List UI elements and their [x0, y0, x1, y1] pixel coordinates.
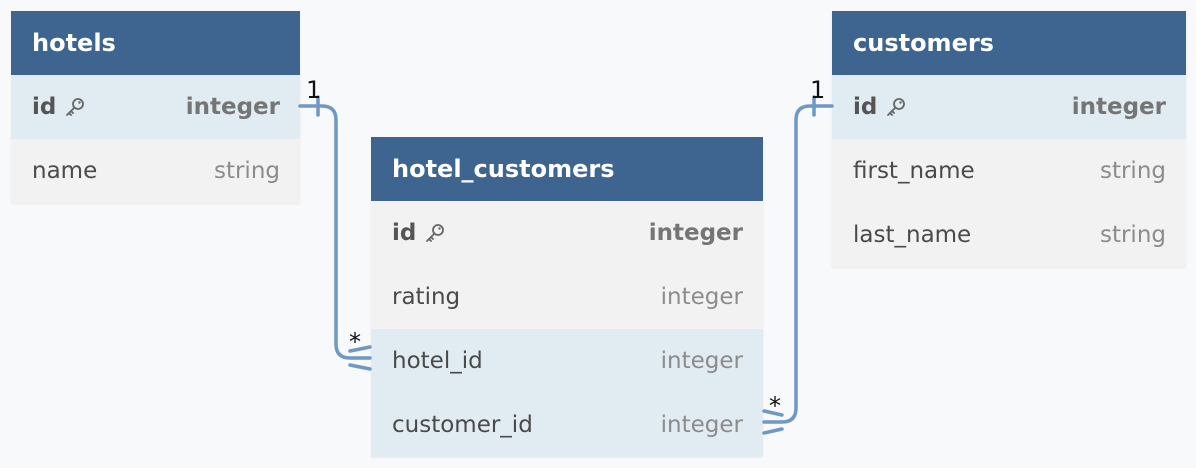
cardinality-one-customers: 1	[810, 76, 825, 104]
field-type: integer	[660, 284, 743, 310]
field-name: rating	[392, 284, 461, 310]
many-marker	[762, 409, 784, 435]
field-row-hotels-id[interactable]: id integer	[11, 75, 300, 139]
field-name: id	[853, 94, 907, 120]
table-customers[interactable]: customers id integer first_name string l…	[832, 11, 1186, 267]
key-icon	[424, 222, 446, 244]
connector-line[interactable]	[762, 104, 834, 424]
connector-line[interactable]	[298, 104, 372, 360]
field-name: hotel_id	[392, 348, 483, 374]
field-type: integer	[648, 220, 743, 246]
field-name: last_name	[853, 222, 972, 248]
field-row-hotels-name[interactable]: name string	[11, 139, 300, 203]
field-name: id	[32, 94, 86, 120]
field-type: string	[213, 158, 280, 184]
field-row-hotel-customers-hotel-id[interactable]: hotel_id integer	[371, 329, 763, 393]
field-name-text: id	[32, 94, 57, 120]
key-icon	[885, 96, 907, 118]
key-icon	[64, 96, 86, 118]
field-type: integer	[185, 94, 280, 120]
field-type: string	[1099, 222, 1166, 248]
table-header-customers[interactable]: customers	[832, 11, 1186, 75]
cardinality-many-hotel-id: *	[349, 328, 361, 356]
field-type: integer	[660, 412, 743, 438]
field-row-customers-first-name[interactable]: first_name string	[832, 139, 1186, 203]
table-hotel-customers[interactable]: hotel_customers id integer rating intege…	[371, 137, 763, 457]
field-type: integer	[1071, 94, 1166, 120]
field-name: name	[32, 158, 98, 184]
table-header-hotels[interactable]: hotels	[11, 11, 300, 75]
field-row-hotel-customers-id[interactable]: id integer	[371, 201, 763, 265]
field-row-hotel-customers-rating[interactable]: rating integer	[371, 265, 763, 329]
field-row-customers-last-name[interactable]: last_name string	[832, 203, 1186, 267]
cardinality-many-customer-id: *	[769, 392, 781, 420]
relation-hotels-hotel-customers[interactable]	[298, 95, 372, 371]
field-name-text: id	[392, 220, 417, 246]
field-type: string	[1099, 158, 1166, 184]
field-row-customers-id[interactable]: id integer	[832, 75, 1186, 139]
relation-customers-hotel-customers[interactable]	[762, 95, 834, 435]
field-name: id	[392, 220, 446, 246]
field-name: first_name	[853, 158, 975, 184]
table-header-hotel-customers[interactable]: hotel_customers	[371, 137, 763, 201]
cardinality-one-hotels: 1	[306, 76, 321, 104]
field-type: integer	[660, 348, 743, 374]
table-hotels[interactable]: hotels id integer name string	[11, 11, 300, 203]
field-row-hotel-customers-customer-id[interactable]: customer_id integer	[371, 393, 763, 457]
field-name: customer_id	[392, 412, 533, 438]
many-marker	[348, 345, 372, 371]
field-name-text: id	[853, 94, 878, 120]
